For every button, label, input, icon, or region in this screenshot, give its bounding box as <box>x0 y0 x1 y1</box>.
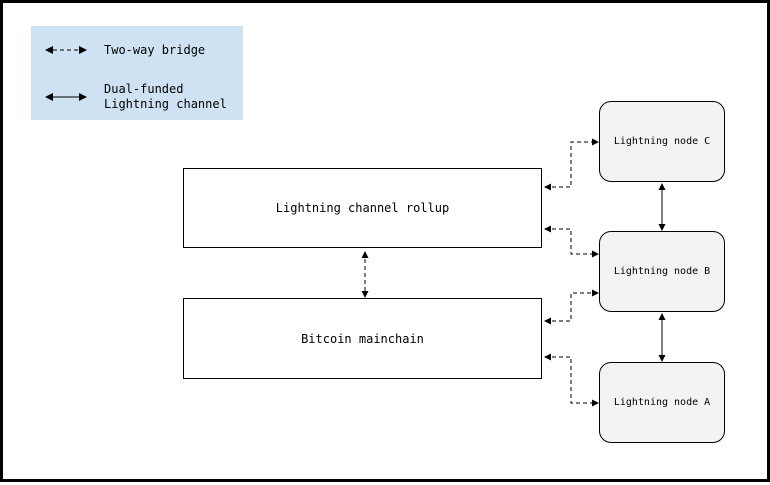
lightning-node-b-label: Lightning node B <box>613 266 711 277</box>
bitcoin-mainchain-box: Bitcoin mainchain <box>183 298 542 379</box>
lightning-channel-rollup-label: Lightning channel rollup <box>275 201 450 215</box>
legend-channel-label: Dual-funded Lightning channel <box>104 82 227 111</box>
bridge-rollup-node-c <box>544 138 599 191</box>
bridge-mainchain-node-b <box>544 289 599 325</box>
bridge-mainchain-node-a <box>544 353 599 407</box>
lightning-node-c-label: Lightning node C <box>613 136 711 147</box>
lightning-node-c: Lightning node C <box>599 101 725 182</box>
lightning-node-a: Lightning node A <box>599 362 725 443</box>
bitcoin-mainchain-label: Bitcoin mainchain <box>301 331 424 346</box>
lightning-channel-rollup-box: Lightning channel rollup <box>183 168 542 248</box>
legend-bridge-label: Two-way bridge <box>104 43 206 57</box>
legend: Two-way bridge Dual-funded Lightning cha… <box>31 26 243 120</box>
lightning-node-a-label: Lightning node A <box>613 397 711 408</box>
lightning-node-b: Lightning node B <box>599 231 725 312</box>
legend-arrows <box>45 46 87 101</box>
bridge-rollup-node-b <box>544 225 599 258</box>
